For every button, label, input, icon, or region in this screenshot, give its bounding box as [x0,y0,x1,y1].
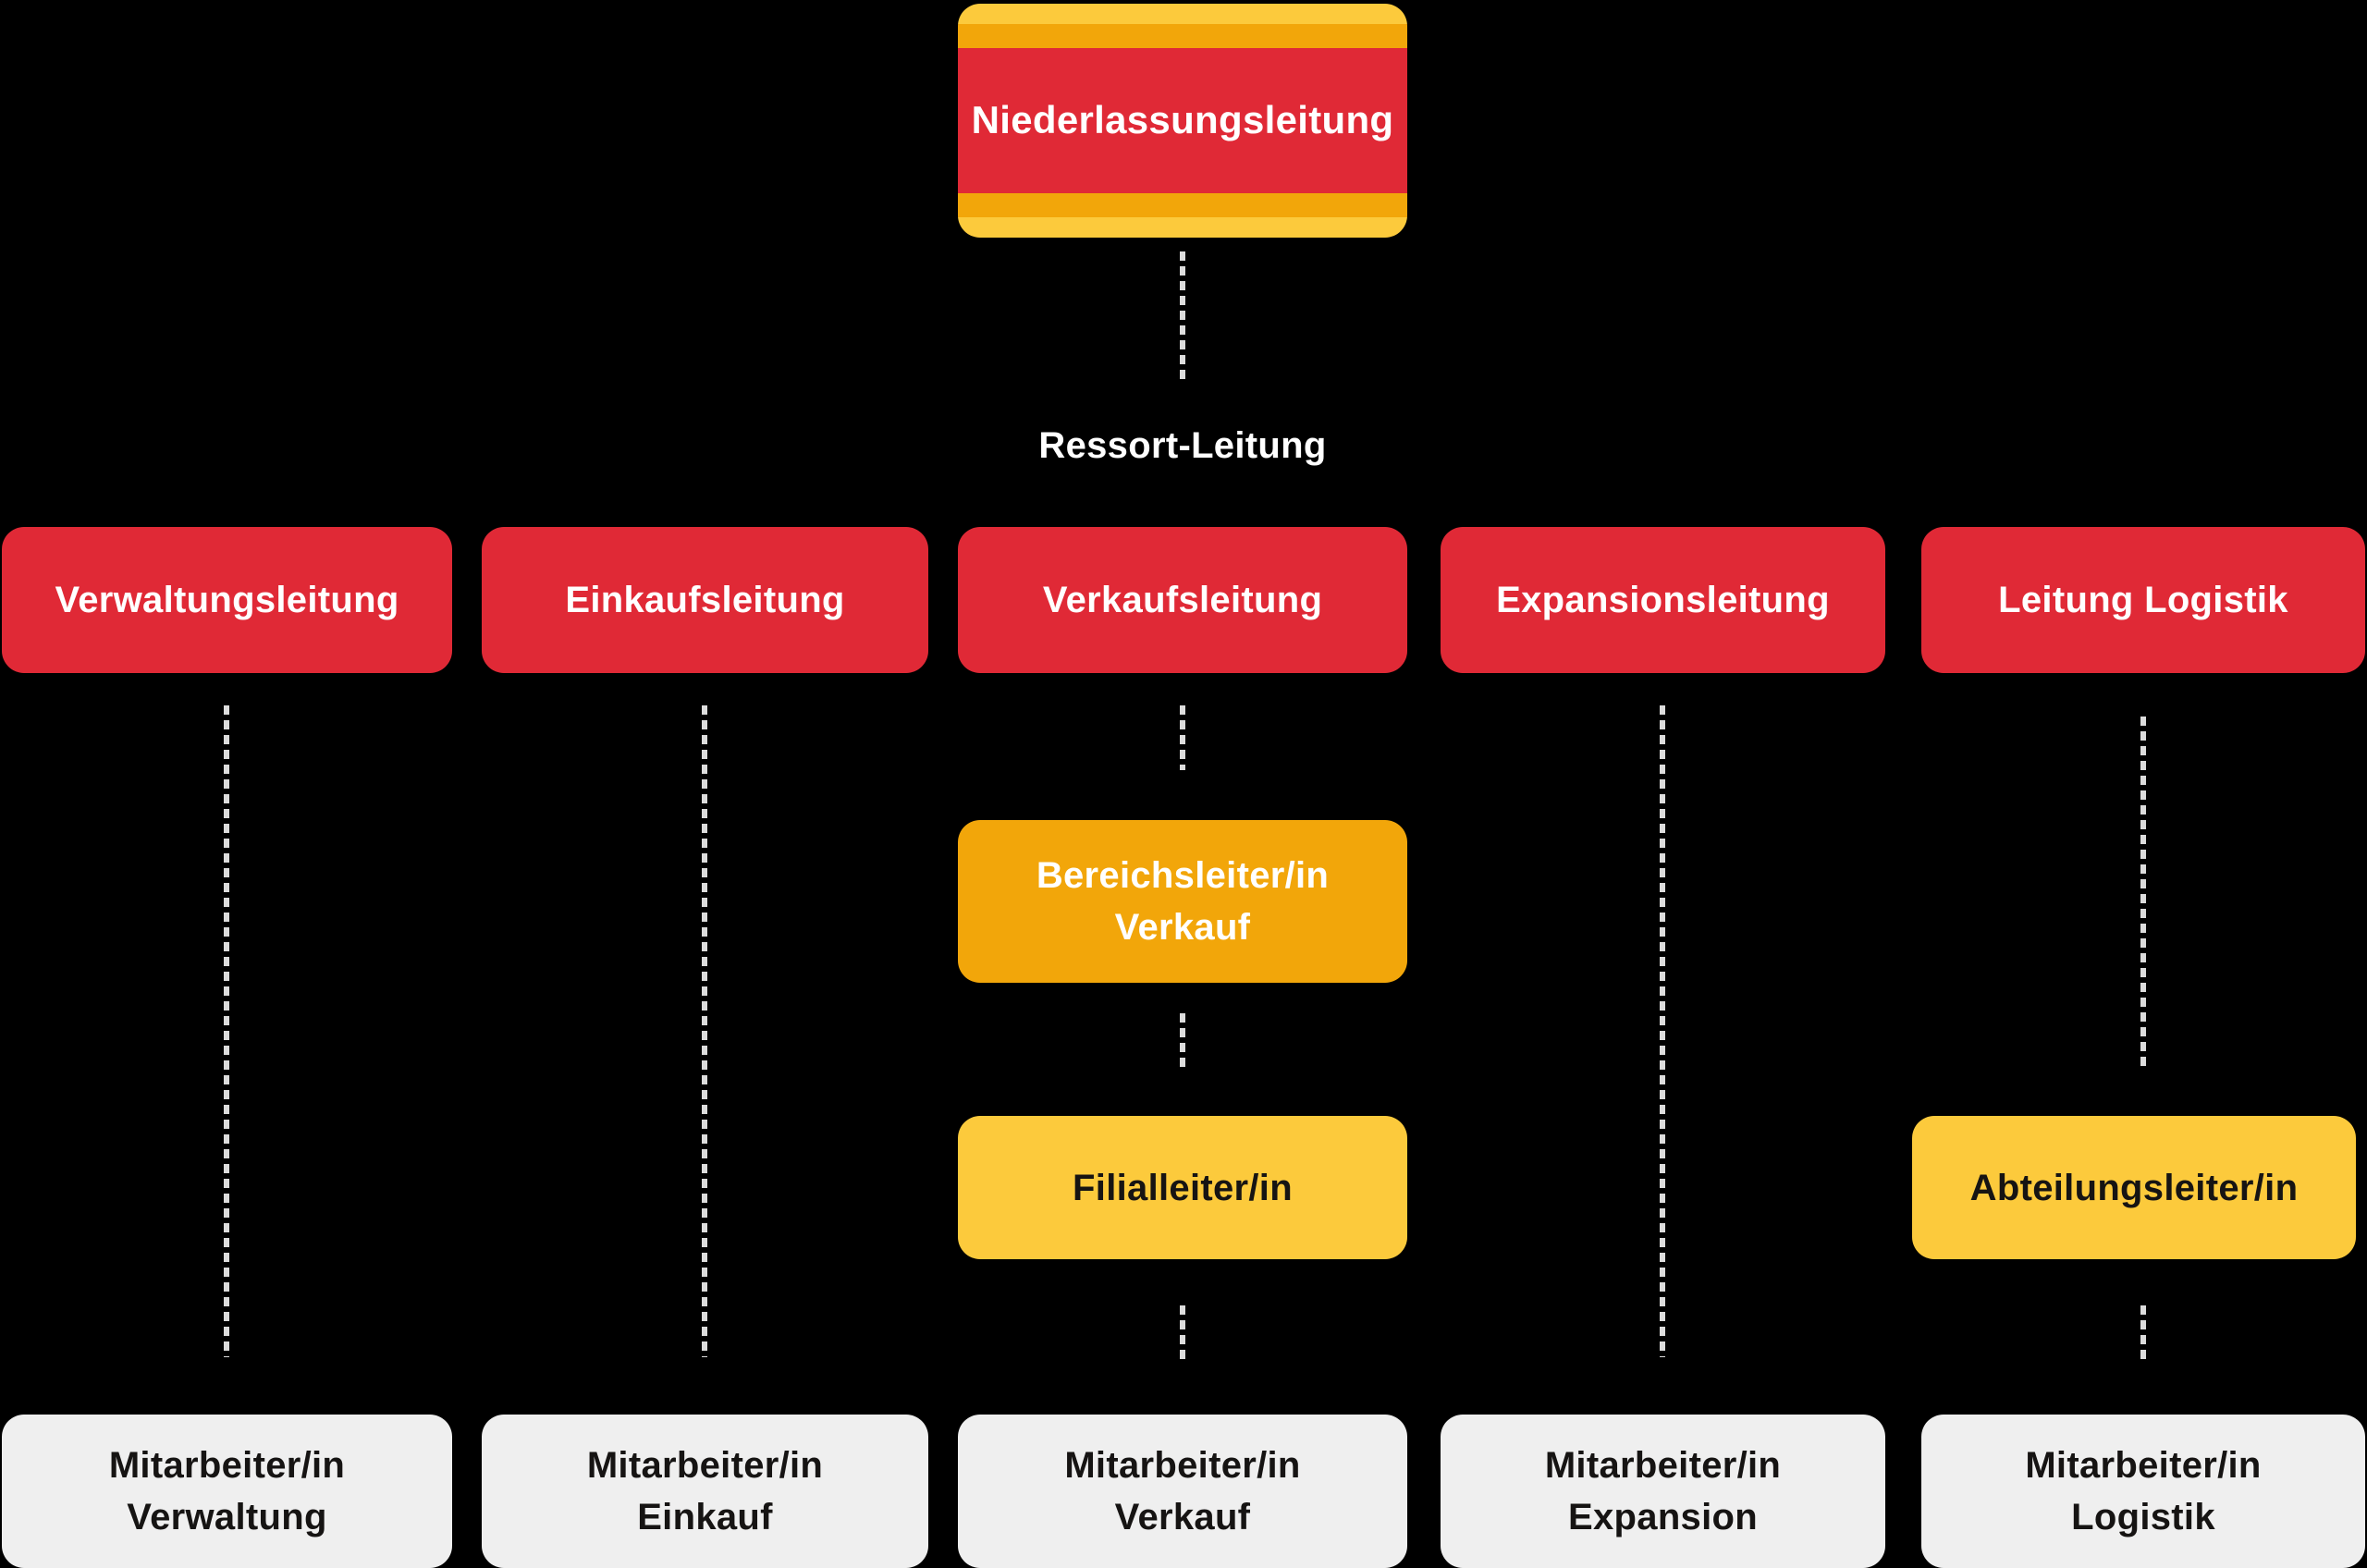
org-node-leitung-logistik: Leitung Logistik [1921,527,2365,673]
org-node-label-line1: Bereichsleiter/in [1036,855,1330,896]
dashed-connector-verwaltung [224,705,229,1357]
org-node-bereichsleiter-verkauf: Bereichsleiter/in Verkauf [958,820,1407,983]
dashed-connector-logistik-lower [2140,1305,2146,1361]
org-node-label-line1: Mitarbeiter/in [108,1445,346,1486]
org-node-mitarbeiter-verkauf: Mitarbeiter/in Verkauf [958,1415,1407,1568]
org-node-label-line2: Verkauf [1114,907,1251,948]
org-node-label-line2: Einkauf [637,1497,773,1537]
org-node-mitarbeiter-expansion: Mitarbeiter/in Expansion [1441,1415,1885,1568]
org-node-mitarbeiter-einkauf: Mitarbeiter/in Einkauf [482,1415,928,1568]
org-node-mitarbeiter-verwaltung: Mitarbeiter/in Verwaltung [2,1415,452,1568]
org-node-mitarbeiter-logistik: Mitarbeiter/in Logistik [1921,1415,2365,1568]
dashed-connector-root [1180,251,1185,385]
org-node-label-line1: Mitarbeiter/in [2025,1445,2262,1486]
dashed-connector-verkauf-lower [1180,1305,1185,1361]
org-node-label: Filialleiter/in [1073,1167,1293,1208]
org-node-einkaufsleitung: Einkaufsleitung [482,527,928,673]
org-node-label-line1: Mitarbeiter/in [586,1445,824,1486]
org-node-abteilungsleiter: Abteilungsleiter/in [1912,1116,2356,1259]
dashed-connector-expansion [1660,705,1665,1357]
org-node-verkaufsleitung: Verkaufsleitung [958,527,1407,673]
org-node-label-line2: Verwaltung [127,1497,327,1537]
dashed-connector-verkauf-upper [1180,705,1185,770]
org-node-niederlassungsleitung: Niederlassungsleitung [958,4,1407,238]
org-node-label: Abteilungsleiter/in [1969,1167,2299,1208]
org-node-label: Verwaltungsleitung [55,580,399,620]
org-node-label-line2: Verkauf [1114,1497,1251,1537]
org-node-label-line1: Mitarbeiter/in [1064,1445,1301,1486]
org-node-label: Verkaufsleitung [1042,580,1323,620]
org-node-label-line1: Mitarbeiter/in [1544,1445,1782,1486]
org-node-label: Leitung Logistik [1998,580,2288,620]
org-node-label-line2: Logistik [2071,1497,2215,1537]
org-node-filialleiter: Filialleiter/in [958,1116,1407,1259]
dashed-connector-verkauf-middle [1180,1013,1185,1069]
org-node-verwaltungsleitung: Verwaltungsleitung [2,527,452,673]
org-node-label: Niederlassungsleitung [971,98,1394,142]
tier-label-ressort-leitung: Ressort-Leitung [1038,425,1327,466]
dashed-connector-logistik-upper [2140,717,2146,1068]
dashed-connector-einkauf [702,705,707,1357]
org-node-label: Expansionsleitung [1496,580,1830,620]
org-node-label-line2: Expansion [1568,1497,1758,1537]
org-node-label: Einkaufsleitung [565,580,845,620]
org-node-expansionsleitung: Expansionsleitung [1441,527,1885,673]
